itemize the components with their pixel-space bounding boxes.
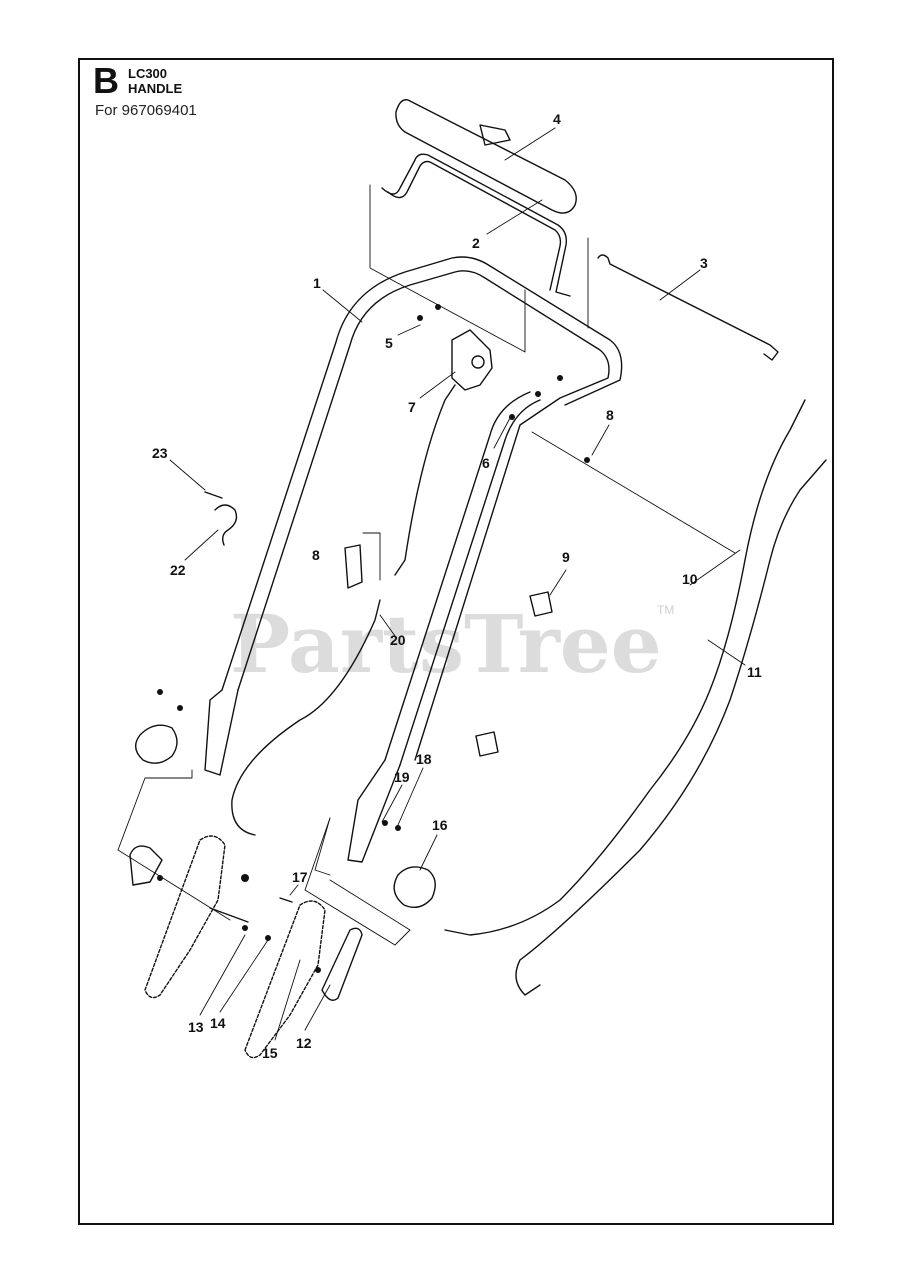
leader-9: [549, 569, 567, 596]
leader-10: [689, 549, 741, 586]
wheel-plate-right: [244, 900, 326, 1059]
callout-2: 2: [472, 235, 480, 251]
cable-10: [444, 399, 806, 936]
leader-23: [169, 459, 206, 491]
section-letter: B: [93, 60, 119, 101]
callout-23: 23: [152, 445, 168, 461]
leader-box-right-2: [314, 817, 331, 876]
top-grip-clip: [479, 124, 511, 146]
leader-box-top: [369, 184, 526, 353]
callout-19: 19: [394, 769, 410, 785]
bolt-23: [204, 491, 223, 499]
clip-8: [344, 544, 363, 589]
leader-box-right: [304, 817, 411, 946]
callout-9: 9: [562, 549, 570, 565]
diagram-frame: [78, 58, 834, 1225]
leader-1: [322, 289, 363, 323]
leader-6: [493, 417, 511, 449]
callout-22: 22: [170, 562, 186, 578]
leader-17: [289, 884, 299, 896]
leader-box-left: [117, 769, 231, 921]
callout-6: 6: [482, 455, 490, 471]
leader-4: [504, 127, 556, 161]
leader-12: [304, 984, 331, 1031]
cable-11: [515, 459, 827, 996]
leader-13: [199, 934, 246, 1016]
callout-12: 12: [296, 1035, 312, 1051]
callout-1: 1: [313, 275, 321, 291]
leader-11: [707, 639, 746, 666]
watermark-trademark: TM: [657, 603, 674, 617]
bolt-17: [279, 897, 293, 903]
leader-20: [379, 614, 396, 637]
clip-lower: [475, 731, 499, 757]
section-title: HANDLE: [128, 81, 183, 96]
hook-22: [214, 504, 238, 546]
wheel-plate-left: [144, 835, 226, 999]
cable-20: [231, 599, 381, 836]
callout-10: 10: [682, 571, 698, 587]
control-rod: [597, 254, 779, 361]
leader-15: [274, 959, 301, 1041]
clip-9: [529, 591, 553, 617]
top-grip-bar: [395, 99, 577, 214]
leader-8: [591, 424, 610, 456]
callout-5: 5: [385, 335, 393, 351]
upper-handle-right-rail: [399, 399, 541, 766]
leader-box-8: [362, 532, 381, 581]
leader-22: [184, 529, 219, 561]
bail-wire-inner: [387, 160, 562, 291]
for-model-line: For 967069401: [95, 102, 197, 119]
leader-5: [397, 324, 421, 336]
leader-18: [397, 767, 424, 826]
upper-handle-left-rail: [237, 270, 610, 761]
callout-13: 13: [188, 1019, 204, 1035]
callout-3: 3: [700, 255, 708, 271]
callout-17: 17: [292, 869, 308, 885]
callout-20: 20: [390, 632, 406, 648]
callout-8-left: 8: [312, 547, 320, 563]
bracket-12-left: [129, 845, 163, 886]
control-lever: [451, 329, 493, 391]
leader-3: [659, 269, 701, 301]
handle-left-end: [204, 689, 239, 776]
callout-8-right: 8: [606, 407, 614, 423]
bail-wire: [381, 153, 571, 297]
bracket-12-right: [321, 927, 363, 1001]
callout-16: 16: [432, 817, 448, 833]
watermark: PartsTree: [230, 597, 662, 691]
callout-7: 7: [408, 399, 416, 415]
leader-7: [419, 371, 456, 399]
leader-line-rail-cable: [531, 431, 736, 554]
leader-2: [486, 199, 543, 235]
callout-4: 4: [553, 111, 561, 127]
leader-19: [381, 784, 403, 823]
lever-cable: [394, 384, 456, 576]
knob-left: [135, 724, 178, 764]
bolt-13: [209, 907, 249, 923]
callout-18: 18: [416, 751, 432, 767]
upper-handle-right-rail-inner: [384, 391, 531, 761]
callout-15: 15: [262, 1045, 278, 1061]
model-label: LC300: [128, 66, 168, 81]
knob-16: [393, 866, 436, 908]
upper-handle-left-rail-inner: [221, 256, 623, 691]
leader-16: [419, 834, 438, 871]
leader-14: [219, 939, 269, 1013]
callout-11: 11: [747, 664, 762, 680]
handle-right-end: [347, 759, 401, 863]
callout-14: 14: [210, 1015, 226, 1031]
